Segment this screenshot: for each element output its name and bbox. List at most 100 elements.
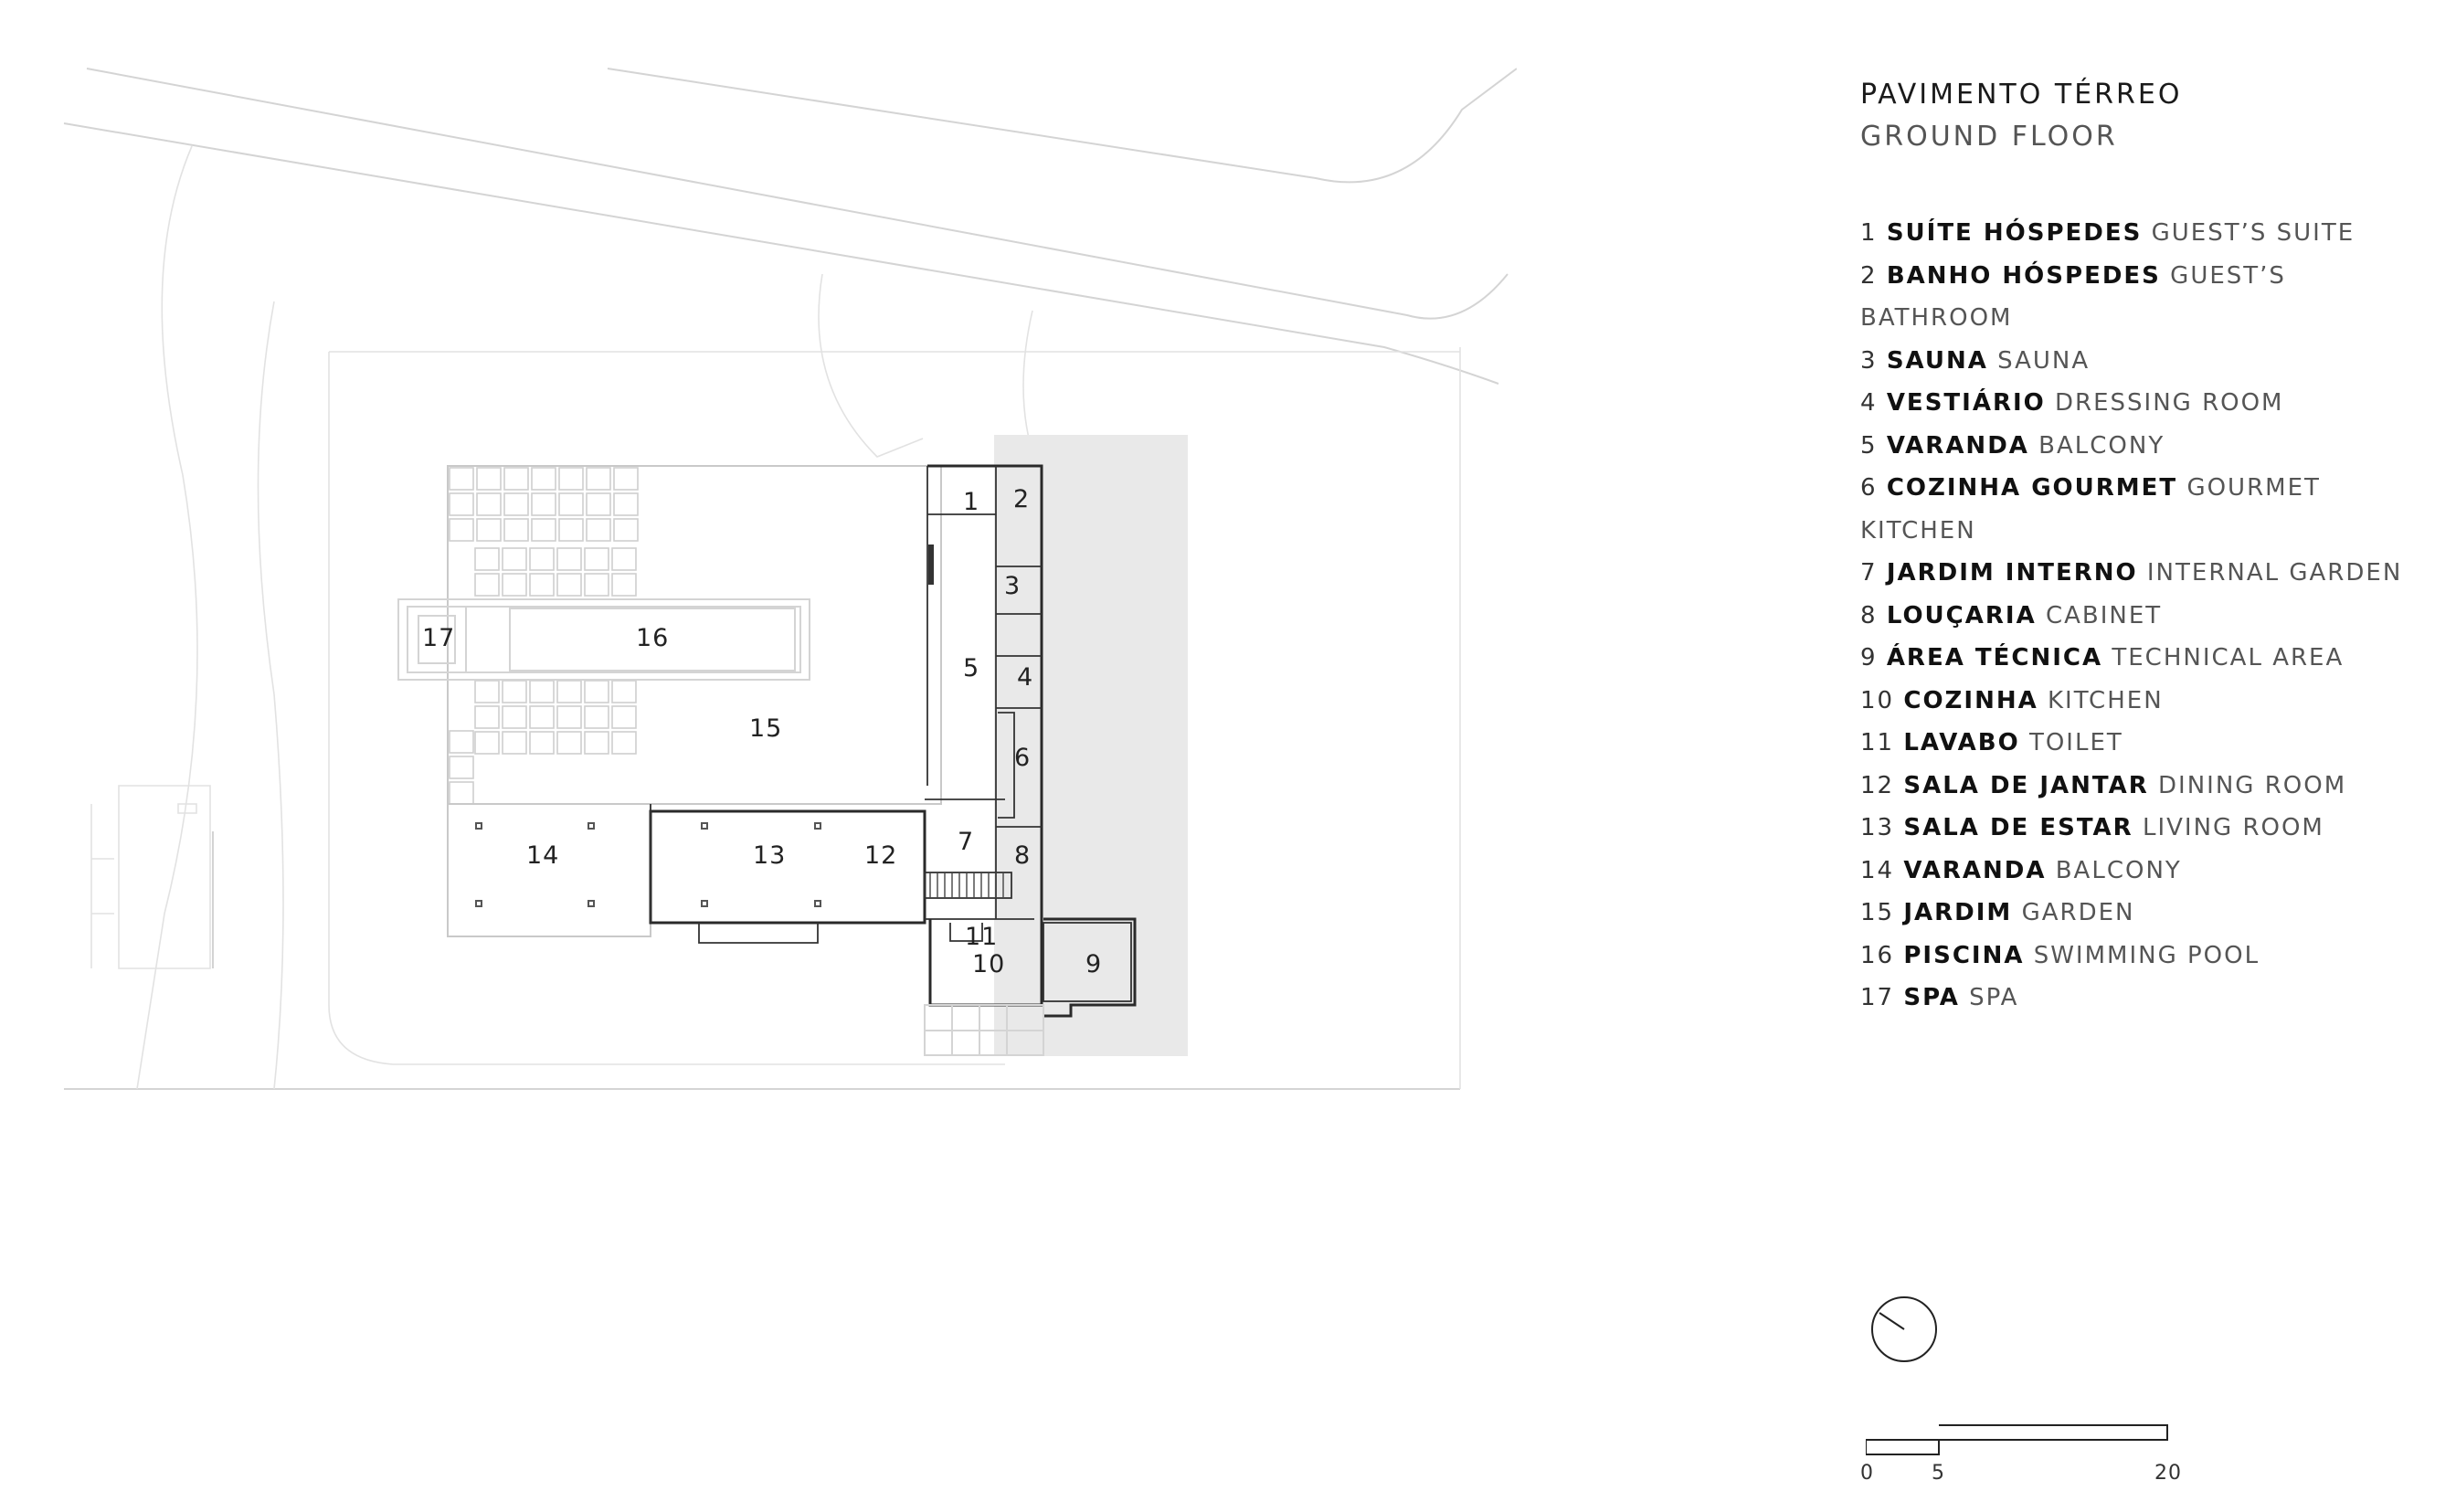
paver-tile [556,573,582,597]
north-arrow-icon [1871,1296,1937,1362]
room-label-11: 11 [965,923,998,951]
paver-tile [556,547,582,571]
paver-tile [474,680,500,703]
legend-item-17: 17 SPA SPA [1860,977,2408,1020]
legend-item-14: 14 VARANDA BALCONY [1860,850,2408,893]
legend-name-en: GOURMET KITCHEN [1860,474,2321,545]
legend-name-en: CABINET [2045,601,2163,629]
paver-tile [556,731,582,755]
paver-tile [586,518,611,542]
legend-number: 11 [1860,729,1895,756]
paver-tile [449,467,474,491]
legend-name-pt: ÁREA TÉCNICA [1886,644,2103,671]
legend-name-en: DINING ROOM [2158,771,2347,799]
site-context [63,68,1517,1090]
legend-item-2: 2 BANHO HÓSPEDES GUEST’S BATHROOM [1860,255,2408,340]
legend-name-pt: COZINHA [1903,686,2038,714]
scale-label-0: 0 [1860,1462,1874,1485]
scale-bar: 0 5 20 [1860,1414,2226,1487]
legend-number: 12 [1860,771,1895,799]
paver-tile [556,705,582,729]
legend-name-en: SWIMMING POOL [2033,941,2260,969]
legend-item-11: 11 LAVABO TOILET [1860,722,2408,765]
paver-tile [476,467,502,491]
legend-name-en: BALCONY [2038,431,2165,460]
garden-paving [447,465,942,805]
legend-name-en: GUEST’S SUITE [2151,219,2355,247]
legend-number: 3 [1860,346,1878,375]
room-label-8: 8 [1014,841,1031,870]
paver-tile [586,467,611,491]
legend-name-en: GUEST’S BATHROOM [1860,261,2286,333]
paver-tile [474,705,500,729]
legend-name-en: INTERNAL GARDEN [2146,559,2403,587]
scale-label-5: 5 [1932,1462,1945,1485]
paver-tile [474,573,500,597]
room-label-1: 1 [963,488,979,516]
legend-name-pt: COZINHA GOURMET [1886,474,2178,502]
paver-tile [474,547,500,571]
kitchen-paving [924,1004,1044,1056]
room-label-7: 7 [958,828,974,856]
legend-number: 13 [1860,814,1895,841]
paver-tile [558,467,584,491]
room-label-5: 5 [963,654,979,682]
paver-tile [584,731,609,755]
paver-tile [502,680,527,703]
legend-name-en: BALCONY [2055,856,2182,884]
paver-tile [558,492,584,516]
scale-label-20: 20 [2154,1462,2182,1485]
paver-tile [531,467,556,491]
paver-tile [613,492,639,516]
paver-tile [611,731,637,755]
paver-tile [613,518,639,542]
room-label-16: 16 [636,624,669,652]
plan-legend: PAVIMENTO TÉRREO GROUND FLOOR 1 SUÍTE HÓ… [1860,75,2408,1020]
legend-item-8: 8 LOUÇARIA CABINET [1860,595,2408,638]
legend-item-6: 6 COZINHA GOURMET GOURMET KITCHEN [1860,467,2408,552]
legend-number: 14 [1860,856,1895,884]
paver-tile [584,680,609,703]
columns [475,822,821,907]
floor-plan-drawing: 1 2 3 4 5 6 7 8 9 10 11 12 13 14 15 16 1… [63,68,1517,1090]
legend-name-pt: LAVABO [1903,729,2020,756]
paver-tile [502,547,527,571]
paver-tile [584,573,609,597]
legend-item-1: 1 SUÍTE HÓSPEDES GUEST’S SUITE [1860,212,2408,255]
legend-number: 7 [1860,559,1878,587]
paver-tile [558,518,584,542]
room-labels: 1 2 3 4 5 6 7 8 9 10 11 12 13 14 15 16 1… [422,485,1101,978]
legend-name-en: LIVING ROOM [2142,814,2324,841]
paver-tile [611,705,637,729]
legend-item-13: 13 SALA DE ESTAR LIVING ROOM [1860,807,2408,850]
paver-tile [586,492,611,516]
paver-tile [449,730,474,754]
paver-tile [529,705,555,729]
room-label-14: 14 [526,841,559,870]
legend-number: 4 [1860,389,1878,417]
room-label-12: 12 [864,841,897,870]
legend-name-pt: LOUÇARIA [1886,601,2037,629]
paver-tile [556,680,582,703]
paver-tile [502,705,527,729]
paver-tile [449,756,474,779]
paver-tile [529,573,555,597]
paver-tile [531,492,556,516]
legend-number: 8 [1860,601,1878,629]
room-label-3: 3 [1004,572,1021,600]
paver-tile [503,518,529,542]
paver-tile [529,680,555,703]
pool-spa [397,598,810,681]
room-label-6: 6 [1014,744,1031,772]
plan-title: PAVIMENTO TÉRREO [1860,79,2183,111]
paver-tile [531,518,556,542]
legend-number: 10 [1860,686,1895,714]
room-label-17: 17 [422,624,455,652]
paver-tile [529,731,555,755]
legend-item-3: 3 SAUNA SAUNA [1860,340,2408,383]
paver-tile [449,781,474,805]
legend-name-en: TECHNICAL AREA [2112,644,2345,671]
paver-tile [476,518,502,542]
legend-item-12: 12 SALA DE JANTAR DINING ROOM [1860,765,2408,808]
